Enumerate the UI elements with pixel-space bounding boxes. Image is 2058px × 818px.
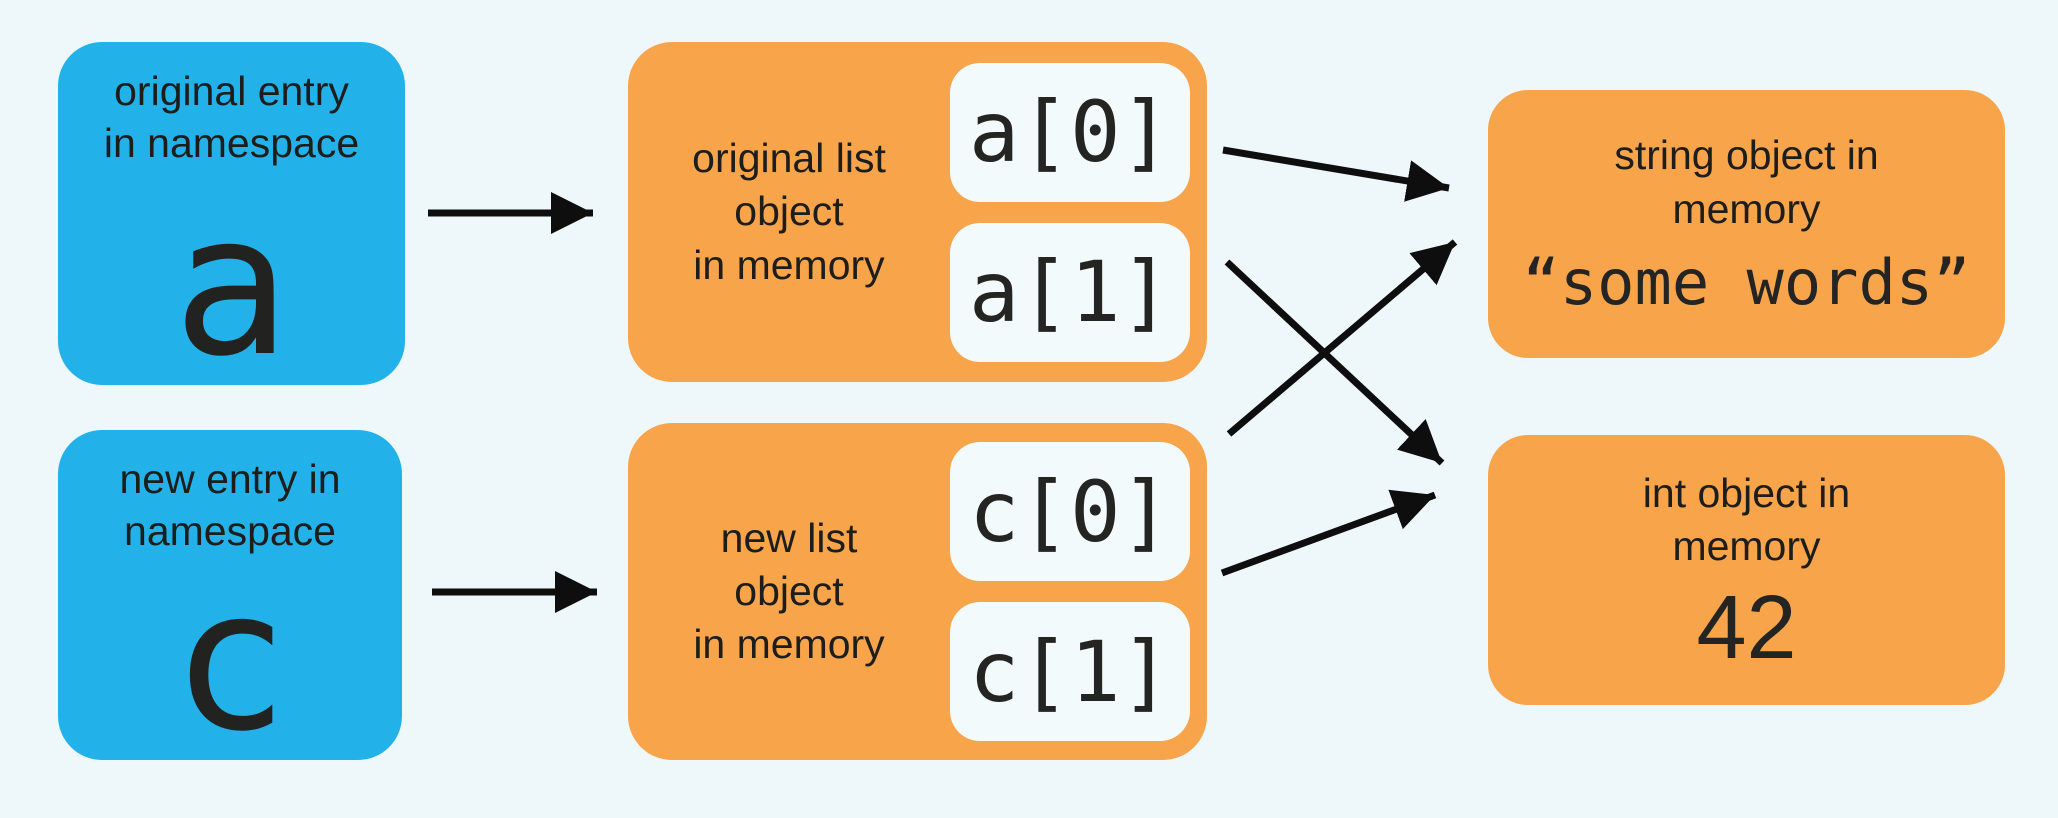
- string-object-label: string object in memory: [1614, 132, 1879, 232]
- new-list-items: c[0] c[1]: [950, 423, 1190, 760]
- list-item-c1: c[1]: [950, 602, 1190, 741]
- new-list-label: new list object in memory: [693, 514, 885, 668]
- int-object-box: int object in memory 42: [1488, 435, 2005, 705]
- namespace-a-symbol: a: [172, 172, 291, 399]
- arrow-a0-to-string-object: [1222, 146, 1450, 202]
- original-list-box: original list object in memory a[0] a[1]: [628, 42, 1207, 382]
- new-list-box: new list object in memory c[0] c[1]: [628, 423, 1207, 760]
- namespace-c-box: new entry in namespace c: [58, 430, 402, 760]
- list-item-a1: a[1]: [950, 222, 1190, 362]
- original-list-items: a[0] a[1]: [950, 42, 1190, 382]
- string-object-box: string object in memory “some words”: [1488, 90, 2005, 358]
- arrow-c1-to-int-object: [1220, 489, 1437, 577]
- namespace-c-symbol: c: [171, 547, 289, 774]
- arrow-c0-to-string-object: [1226, 239, 1458, 437]
- arrow-a1-to-int-object: [1224, 259, 1445, 466]
- list-item-c0: c[0]: [950, 442, 1190, 581]
- int-object-label: int object in memory: [1642, 469, 1851, 569]
- list-item-a0: a[0]: [950, 62, 1190, 202]
- int-object-value: 42: [1696, 578, 1797, 679]
- namespace-a-label: original entry in namespace: [103, 68, 360, 166]
- namespace-c-label: new entry in namespace: [119, 456, 341, 554]
- original-list-label: original list object in memory: [692, 135, 886, 288]
- string-object-value: “some words”: [1522, 245, 1971, 319]
- namespace-a-box: original entry in namespace a: [58, 42, 405, 385]
